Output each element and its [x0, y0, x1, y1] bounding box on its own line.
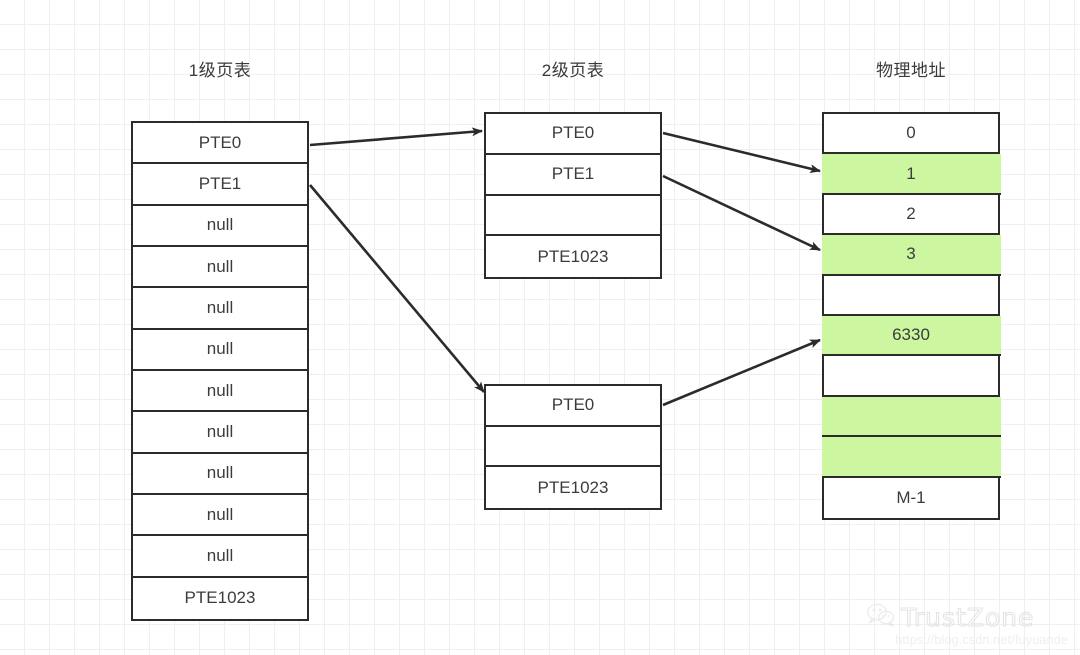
physical-frame-row-3: 3 — [821, 235, 1001, 276]
level2-top-pte-row-2 — [486, 195, 660, 237]
arrow-level2-bottom-pte0-to-physical-6330 — [662, 338, 821, 407]
physical-frame-row-7 — [821, 396, 1001, 438]
level1-pte-row-1: PTE1 — [133, 164, 307, 206]
title-physical-address: 物理地址 — [876, 61, 946, 80]
level1-pte-row-7: null — [133, 412, 307, 454]
level1-pte-row-0: PTE0 — [133, 123, 307, 165]
level1-pte-row-6: null — [133, 370, 307, 413]
level1-pte-row-3: null — [133, 246, 307, 289]
watermark-brand: TrustZone — [901, 603, 1035, 633]
level1-pte-row-5: null — [133, 329, 307, 371]
level2-top-pte-row-1: PTE1 — [486, 154, 660, 196]
physical-frame-row-8 — [821, 437, 1001, 478]
level1-pte-row-10: null — [133, 536, 307, 578]
title-level2: 2级页表 — [541, 61, 605, 80]
arrow-level1-pte1-to-level2-bottom — [309, 184, 485, 393]
physical-frame-row-9: M-1 — [824, 477, 998, 518]
level2-bottom-pte-row-1 — [486, 426, 660, 468]
physical-frame-row-2: 2 — [824, 194, 998, 236]
level1-pte-row-9: null — [133, 494, 307, 537]
watermark-url: https://blog.csdn.net/fuyuande — [895, 633, 1068, 647]
title-level1: 1级页表 — [188, 61, 252, 80]
level2-top-pte-row-3: PTE1023 — [486, 236, 660, 277]
wechat-icon — [867, 603, 895, 632]
physical-frame-row-6 — [824, 356, 998, 397]
physical-frame-row-0: 0 — [824, 114, 998, 155]
level2-bottom-pte-row-0: PTE0 — [486, 386, 660, 427]
arrow-level1-pte0-to-level2-top — [309, 127, 483, 147]
watermark: TrustZone https://blog.csdn.net/fuyuande — [867, 603, 1068, 647]
physical-frame-row-4 — [824, 275, 998, 316]
level1-pte-row-8: null — [133, 453, 307, 495]
arrow-level2-top-pte0-to-physical-1 — [662, 131, 821, 174]
level1-pte-row-2: null — [133, 205, 307, 247]
arrow-level2-top-pte1-to-physical-3 — [662, 174, 821, 252]
physical-frame-row-1: 1 — [821, 154, 1001, 195]
level1-pte-row-11: PTE1023 — [133, 577, 307, 619]
level2-bottom-pte-row-2: PTE1023 — [486, 467, 660, 508]
physical-frame-row-5: 6330 — [821, 315, 1001, 357]
level2-top-pte-row-0: PTE0 — [486, 114, 660, 155]
level1-pte-row-4: null — [133, 288, 307, 330]
